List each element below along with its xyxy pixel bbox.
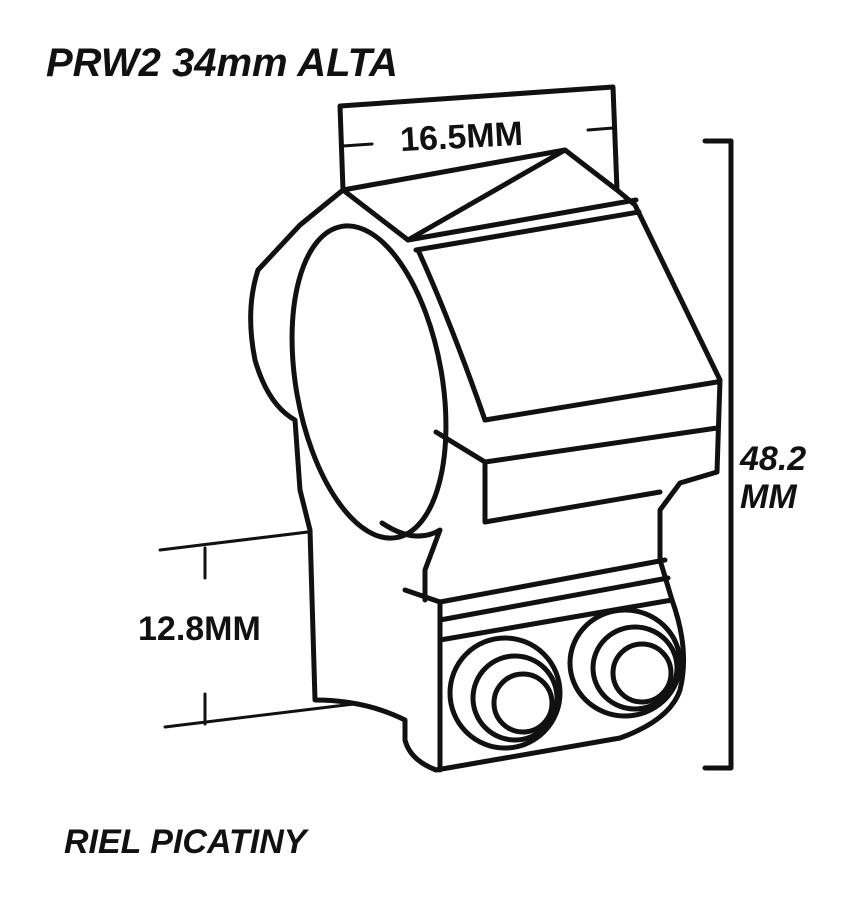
base-dimension: 12.8MM [138, 521, 384, 729]
height-dimension-value: 48.2 [739, 440, 806, 478]
width-dimension: 16.5MM [337, 84, 620, 193]
width-dimension-tick-left [341, 142, 374, 148]
base-neck [379, 520, 443, 603]
clamp-ridge-mid [437, 575, 671, 623]
height-dimension: 48.2 MM [702, 138, 806, 771]
width-dimension-bracket [337, 84, 620, 193]
rail-label: RIEL PICATINY [64, 823, 310, 861]
diagram-title: PRW2 34mm ALTA [46, 41, 398, 85]
bolt-left [447, 635, 563, 751]
height-dimension-unit: MM [740, 478, 797, 516]
base-dimension-line-bottom [163, 701, 364, 729]
cap-seam-upper [405, 197, 639, 243]
cap-angled-face [415, 247, 720, 423]
scope-ring-mount [248, 147, 723, 773]
base-dimension-label: 12.8MM [138, 610, 261, 648]
bolt-left-socket [491, 671, 555, 735]
ring-base-edge [482, 489, 663, 525]
clamp-ridge-top [437, 557, 668, 605]
height-dimension-bracket [702, 138, 734, 771]
cap-seam-lower [413, 209, 642, 253]
bore-opening [289, 223, 449, 541]
width-dimension-label: 16.5MM [399, 115, 524, 159]
clamp-ridge-bottom [437, 597, 675, 643]
bolt-right [567, 607, 683, 719]
bolt-right-socket [610, 641, 674, 705]
width-dimension-tick-right [586, 126, 615, 132]
